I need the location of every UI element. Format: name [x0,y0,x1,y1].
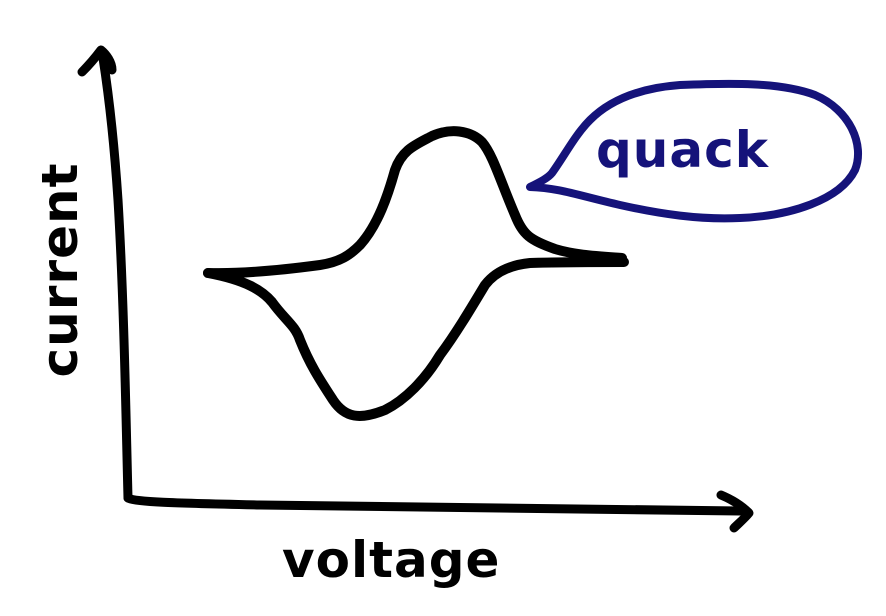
y-axis-arrowhead-icon [77,45,117,77]
speech-bubble-text: quack [596,121,770,179]
speech-bubble [526,79,863,223]
x-axis-arrowhead-icon [716,490,754,533]
x-axis-label: voltage [282,531,501,589]
x-axis [123,493,745,516]
y-axis [98,53,133,503]
cv-curve-reverse-scan [203,257,629,421]
cv-curve-forward-scan [203,126,627,279]
y-axis-label: current [31,162,89,378]
